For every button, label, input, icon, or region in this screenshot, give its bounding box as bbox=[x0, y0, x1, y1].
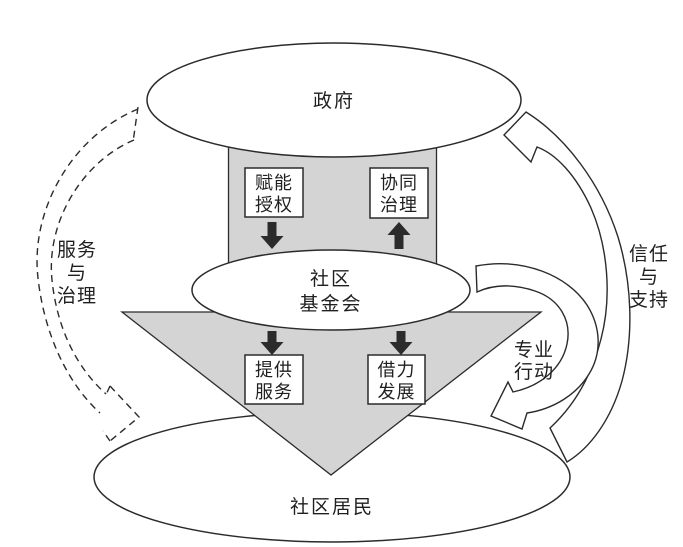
co-governance-label-line1: 协同 bbox=[380, 173, 418, 193]
service-governance-label: 服务 与 治理 bbox=[57, 239, 97, 307]
down-arrow-icon bbox=[389, 331, 413, 355]
service-governance-line3: 治理 bbox=[57, 285, 97, 307]
trust-support-line1: 信任 bbox=[629, 243, 669, 265]
professional-action-line2: 行动 bbox=[514, 361, 554, 383]
empowerment-label-line1: 赋能 bbox=[255, 173, 293, 193]
trust-support-line2: 与 bbox=[639, 266, 659, 288]
professional-action-line1: 专业 bbox=[514, 339, 554, 361]
service-governance-line2: 与 bbox=[67, 262, 87, 284]
leverage-development-box bbox=[367, 354, 426, 405]
provide-services-box bbox=[244, 354, 304, 405]
dashed-arc-outer bbox=[36, 108, 139, 414]
down-arrow-icon bbox=[260, 222, 284, 249]
empowerment-label-line2: 授权 bbox=[255, 195, 293, 215]
trust-support-arrow bbox=[503, 111, 631, 463]
foundation-ellipse bbox=[191, 249, 471, 331]
dashed-arc-inner bbox=[50, 139, 135, 395]
government-ellipse bbox=[146, 42, 522, 158]
trust-support-label: 信任 与 支持 bbox=[629, 243, 669, 311]
co-governance-label-line2: 治理 bbox=[380, 195, 418, 215]
residents-label: 社区居民 bbox=[290, 496, 374, 518]
provide-services-label-line1: 提供 bbox=[255, 360, 293, 380]
provide-services-label-line2: 服务 bbox=[255, 382, 293, 402]
trust-support-line3: 支持 bbox=[629, 289, 669, 311]
dashed-arc-tail bbox=[132, 106, 139, 143]
leverage-development-label-line2: 发展 bbox=[378, 382, 416, 402]
service-governance-dashed-arrow bbox=[36, 106, 141, 442]
co-governance-box bbox=[369, 167, 429, 219]
up-arrow-icon bbox=[387, 222, 411, 249]
dashed-arrowhead-barbs bbox=[102, 385, 111, 442]
service-governance-line1: 服务 bbox=[57, 239, 97, 261]
foundation-label-line1: 社区 bbox=[310, 268, 352, 290]
government-label: 政府 bbox=[313, 90, 355, 112]
leverage-development-label-line1: 借力 bbox=[378, 360, 416, 380]
professional-action-arrow bbox=[475, 263, 599, 430]
foundation-label-line2: 基金会 bbox=[299, 293, 362, 315]
dashed-arrowhead-icon bbox=[109, 385, 141, 442]
empowerment-box bbox=[244, 167, 304, 218]
professional-action-label: 专业 行动 bbox=[514, 339, 554, 383]
down-arrow-icon bbox=[260, 331, 284, 355]
